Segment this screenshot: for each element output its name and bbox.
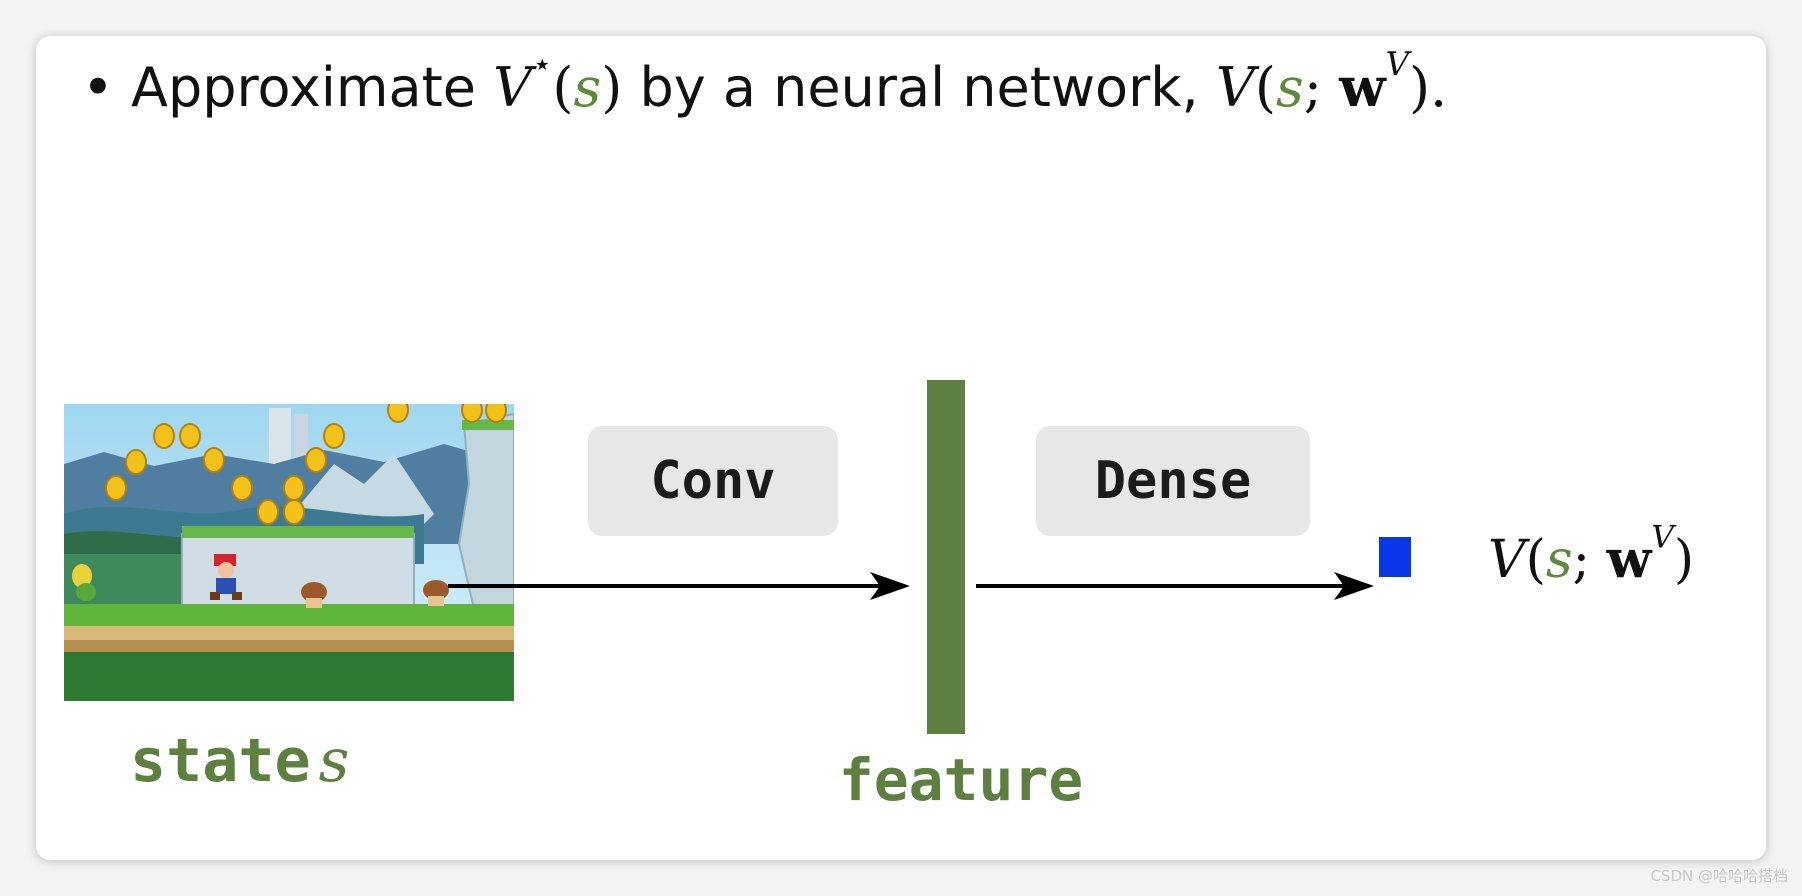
output-label: V(s; wV): [1488, 522, 1695, 597]
game-state-image: [64, 404, 514, 701]
paren-open: (: [552, 56, 574, 119]
weight-superscript: V: [1385, 45, 1409, 84]
feature-vector-bar: [927, 380, 965, 734]
arrow-to-output: [976, 572, 1374, 600]
feature-label: feature: [838, 746, 1084, 814]
game-scene-illustration: [64, 404, 514, 701]
paren-close: ): [601, 56, 623, 119]
v-symbol: V: [1215, 56, 1255, 119]
separator: ;: [1303, 56, 1322, 119]
headline-text-before: Approximate: [131, 56, 476, 119]
output-separator: ;: [1572, 530, 1591, 590]
state-var: s: [573, 56, 602, 119]
watermark: CSDN @哈哈哈搭档: [1650, 867, 1788, 885]
conv-label: Conv: [650, 451, 776, 511]
hero-character: [210, 554, 242, 600]
output-weight-superscript: V: [1651, 519, 1674, 556]
v-star-symbol: V⋆: [493, 45, 553, 119]
output-weight: w: [1606, 529, 1652, 590]
conv-box: Conv: [588, 426, 838, 536]
grass-ledge: [182, 526, 414, 538]
state-var-2: s: [1275, 56, 1304, 119]
foreground-bushes: [64, 652, 514, 701]
paren-close-end: ).: [1408, 56, 1448, 119]
output-paren-close: ): [1673, 530, 1695, 590]
headline-text-middle: by a neural network,: [639, 56, 1199, 119]
dense-box: Dense: [1036, 426, 1310, 536]
bullet: •: [82, 56, 114, 119]
weight-symbol: w: [1339, 55, 1386, 119]
state-label-var: s: [318, 726, 350, 796]
grass-strip: [64, 604, 514, 626]
enemy-2: [423, 580, 449, 606]
state-label-text: state: [130, 726, 311, 796]
output-node: [1379, 537, 1411, 577]
dense-label: Dense: [1094, 451, 1252, 511]
tower: [269, 408, 291, 478]
slide: • Approximate V⋆(s) by a neural network,…: [36, 36, 1766, 860]
output-state-var: s: [1545, 530, 1573, 590]
dirt-layer-2: [64, 640, 514, 652]
cliff-grass: [462, 420, 514, 430]
paren-open-2: (: [1254, 56, 1276, 119]
output-paren-open: (: [1525, 530, 1546, 590]
turtle-character: [72, 564, 96, 601]
dirt-layer-1: [64, 626, 514, 640]
coins: [105, 404, 507, 525]
headline: • Approximate V⋆(s) by a neural network,…: [82, 48, 1447, 127]
arrow-to-feature: [448, 572, 910, 600]
output-v-symbol: V: [1488, 530, 1526, 590]
enemy-1: [301, 582, 327, 608]
